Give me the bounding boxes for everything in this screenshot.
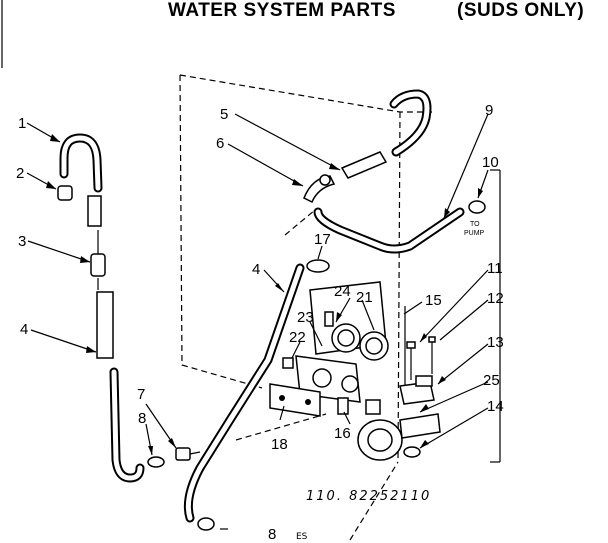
callout-14: 14 <box>487 398 504 415</box>
callout-10: 10 <box>482 154 499 171</box>
clamp-part-8 <box>147 456 165 468</box>
diagram-title: WATER SYSTEM PARTS <box>168 0 396 21</box>
callout-21: 21 <box>356 289 373 306</box>
callout-22: 22 <box>289 329 306 346</box>
footer-code: ES <box>296 532 308 542</box>
cabinet-outline <box>179 74 501 541</box>
callout-1: 1 <box>18 115 26 132</box>
callout-4-center: 4 <box>252 261 260 278</box>
callout-5: 5 <box>220 106 228 123</box>
screw-part-16 <box>337 397 349 415</box>
curved-hose-part-1 <box>59 133 103 193</box>
callout-15: 15 <box>425 292 442 309</box>
callout-4-left: 4 <box>20 321 28 338</box>
bracket-part-25 <box>399 413 441 439</box>
callout-24: 24 <box>334 283 351 300</box>
connector-part-3 <box>90 230 106 290</box>
callout-leaders <box>26 113 489 530</box>
plug-part-2 <box>57 185 73 201</box>
pump-hose-part-9 <box>313 207 465 254</box>
callout-17: 17 <box>314 231 331 248</box>
pin-part-12 <box>428 336 436 374</box>
long-hose-part-4-left <box>96 291 145 483</box>
callout-2: 2 <box>16 165 24 182</box>
hose-part-5 <box>340 151 388 179</box>
clip-part-7 <box>175 447 201 461</box>
callout-8-bottom: 8 <box>268 526 276 543</box>
callout-6: 6 <box>216 135 224 152</box>
callout-12: 12 <box>487 290 504 307</box>
callout-11: 11 <box>487 260 503 277</box>
screw-part-24 <box>324 311 334 327</box>
bracket-part-18 <box>269 383 321 417</box>
callout-9: 9 <box>485 102 493 119</box>
callout-8-left: 8 <box>138 410 146 427</box>
screw-part-22 <box>282 357 294 369</box>
to-pump-label-line1: TO <box>470 221 480 228</box>
bottom-clamp <box>197 517 215 531</box>
callout-23: 23 <box>297 309 314 326</box>
long-hose-part-4-diagonal <box>183 263 305 523</box>
drawing-number: 110. 82252110 <box>306 489 431 504</box>
washer-part-14 <box>403 446 421 458</box>
callout-3: 3 <box>18 233 26 250</box>
to-pump-label-line2: PUMP <box>464 230 485 237</box>
clamp-part-10 <box>468 200 486 214</box>
ring-part-17 <box>306 259 330 273</box>
diagram-subtitle: (SUDS ONLY) <box>457 0 585 21</box>
rod-part-11 <box>406 341 416 380</box>
hose-segment <box>87 195 102 227</box>
valve-assembly <box>295 281 403 461</box>
elbow-part-6 <box>303 174 336 204</box>
callout-16: 16 <box>334 425 351 442</box>
callout-25: 25 <box>483 372 500 389</box>
hook-hose <box>389 89 432 157</box>
callout-13: 13 <box>487 334 504 351</box>
callout-18: 18 <box>271 436 288 453</box>
callout-7: 7 <box>137 386 145 403</box>
valve-part-13 <box>399 375 435 405</box>
